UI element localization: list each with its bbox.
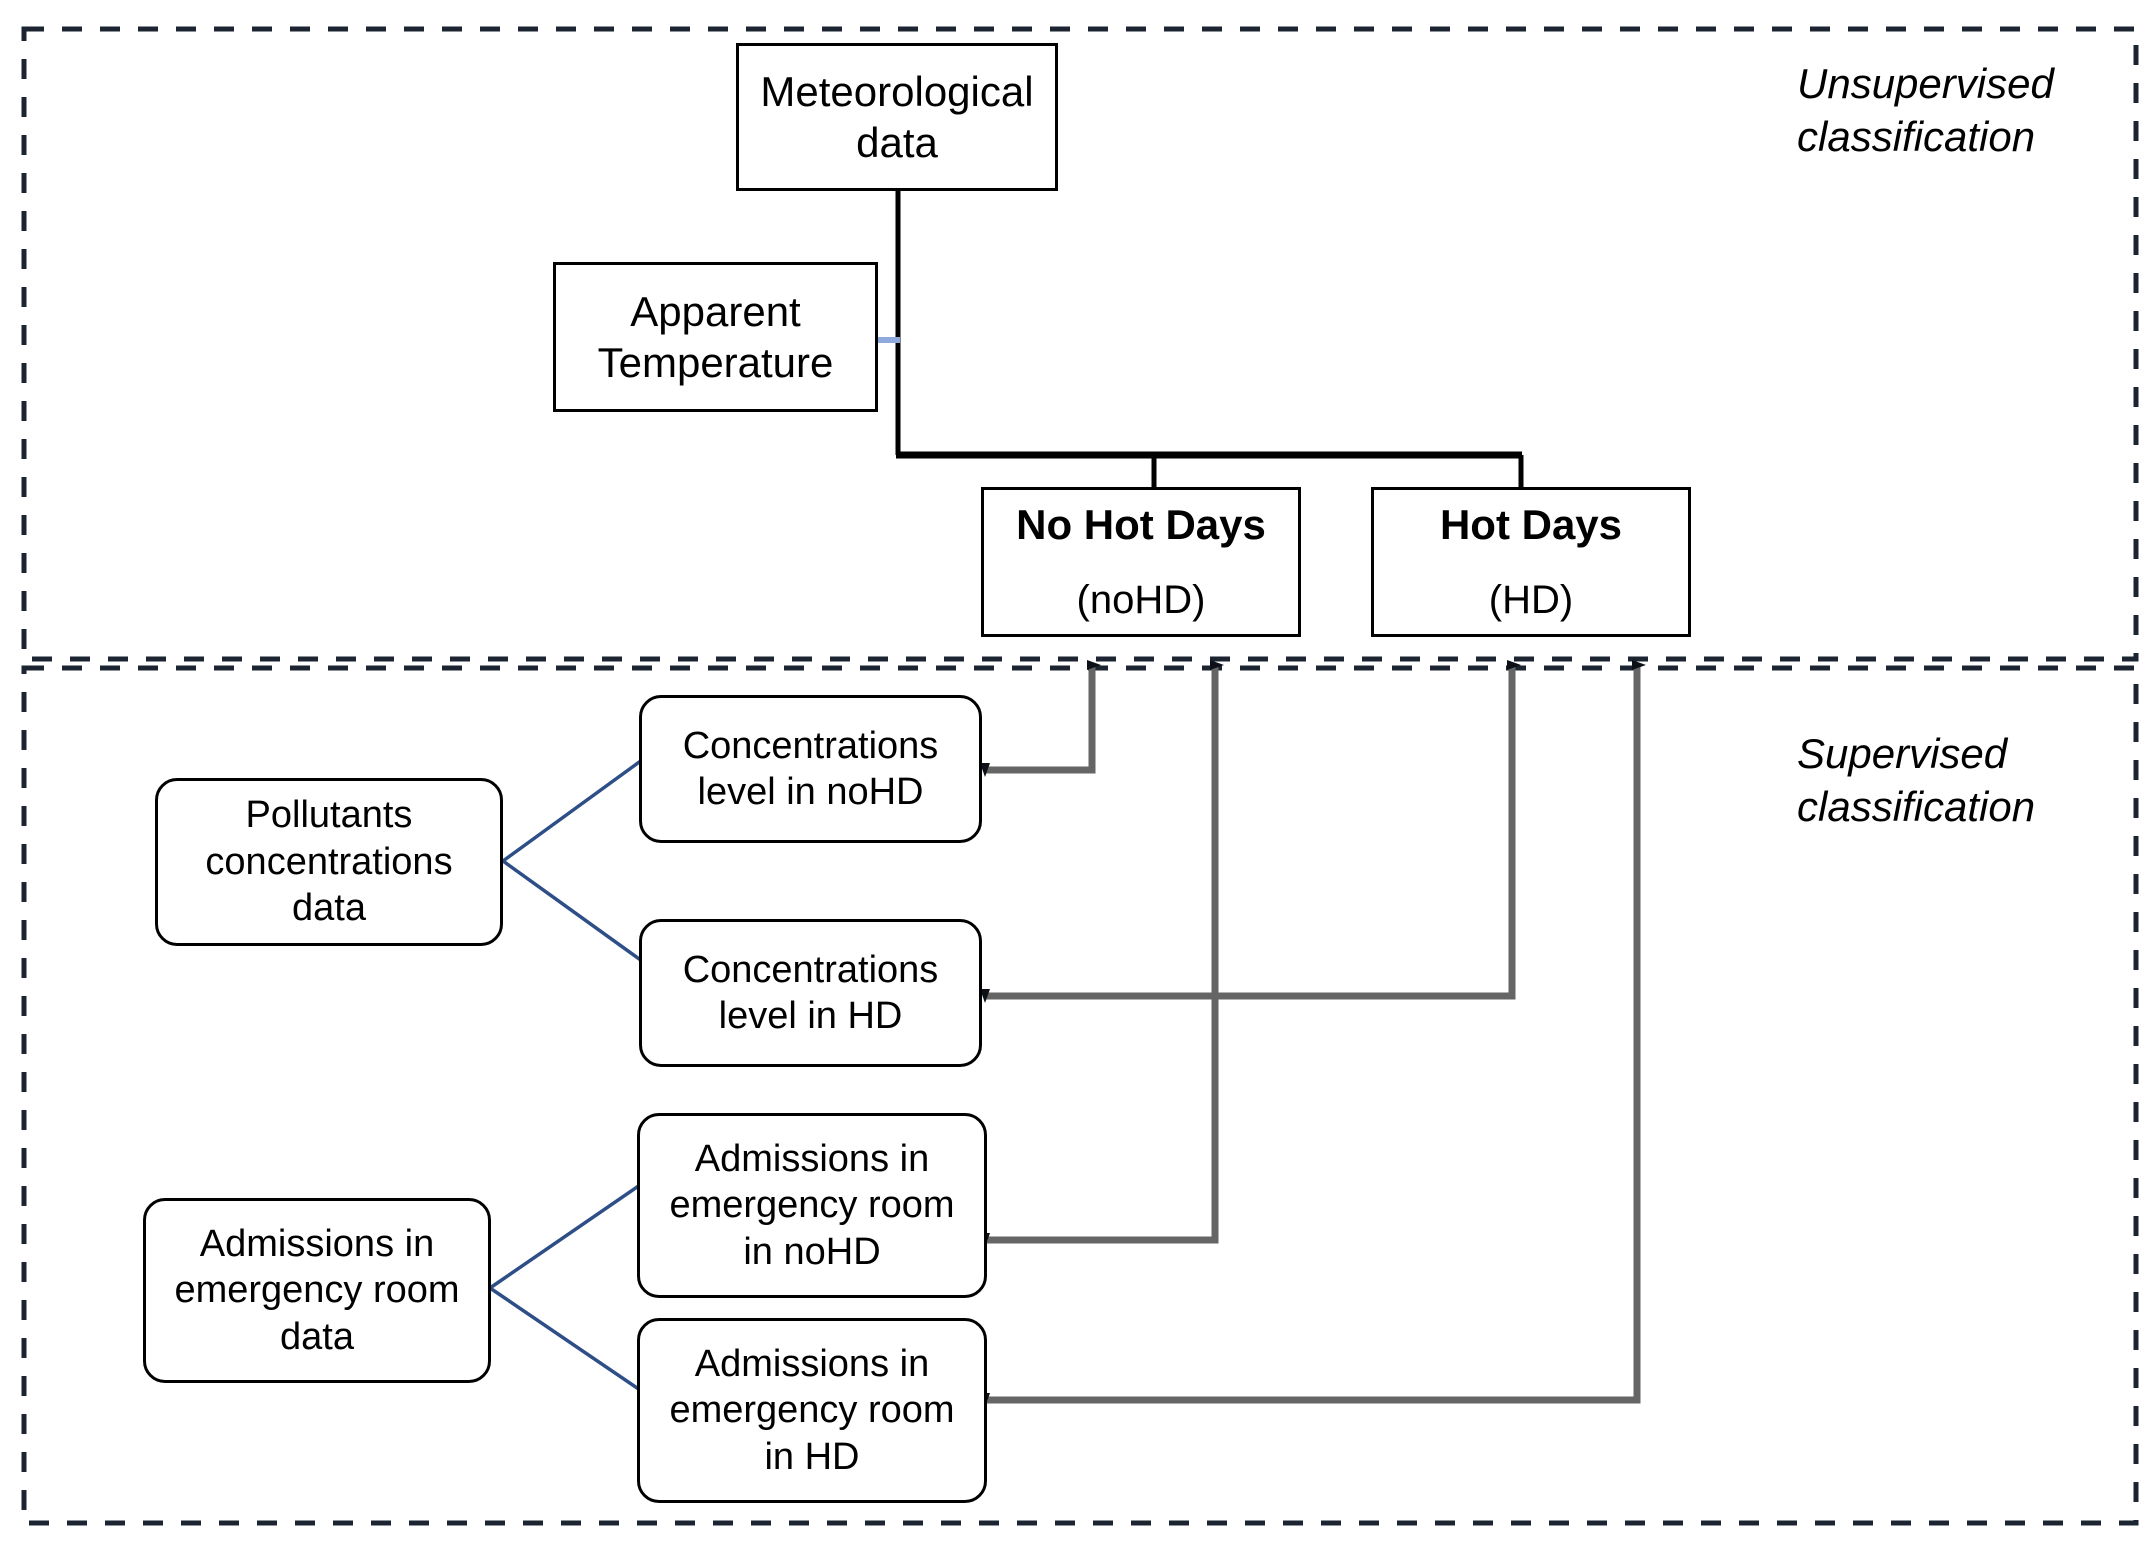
- edge-pollutants-to-conc-nohd: [501, 758, 644, 863]
- node-no-hot-days[interactable]: No Hot Days (noHD): [981, 487, 1301, 637]
- node-no-hot-days-subtitle: (noHD): [1076, 578, 1206, 623]
- node-conc-hd-line2: level in HD: [718, 995, 903, 1037]
- arrow-conc-hd-to-hot-days: [980, 660, 1521, 1003]
- region-label-supervised-line2: classification: [1797, 782, 2036, 830]
- node-admissions-data-line2: emergency room: [174, 1269, 460, 1312]
- node-adm-hd-line3: in HD: [764, 1435, 860, 1478]
- node-admissions-data-line1: Admissions in: [199, 1222, 435, 1265]
- node-adm-nohd-line3: in noHD: [743, 1230, 881, 1273]
- node-hot-days-title: Hot Days: [1439, 500, 1623, 548]
- node-hot-days-subtitle: (HD): [1488, 578, 1574, 623]
- node-conc-hd-line1: Concentrations: [682, 948, 939, 991]
- node-admissions-emergency-room-in-nohd[interactable]: Admissions in emergency room in noHD: [637, 1113, 987, 1298]
- region-label-supervised-line1: Supervised: [1797, 730, 2008, 777]
- node-admissions-data-line3: data: [280, 1315, 354, 1358]
- arrow-conc-nohd-to-no-hot-days: [980, 660, 1101, 777]
- node-admissions-emergency-room-data[interactable]: Admissions in emergency room data: [143, 1198, 491, 1383]
- node-hot-days[interactable]: Hot Days (HD): [1371, 487, 1691, 637]
- node-no-hot-days-title: No Hot Days: [1016, 500, 1266, 548]
- edge-admissions-to-adm-nohd: [489, 1183, 641, 1290]
- arrow-adm-nohd-to-no-hot-days: [980, 660, 1224, 1247]
- edge-admissions-to-adm-hd: [489, 1286, 641, 1392]
- region-label-supervised: Supervised classification: [1797, 728, 2035, 834]
- region-label-unsupervised-line2: classification: [1797, 112, 2036, 160]
- node-meteorological-data-line2: data: [856, 119, 938, 166]
- arrow-adm-hd-to-hot-days: [980, 660, 1646, 1407]
- node-pollutants-concentrations-data[interactable]: Pollutants concentrations data: [155, 778, 503, 946]
- node-conc-nohd-line2: level in noHD: [697, 771, 924, 813]
- node-concentrations-level-in-hd[interactable]: Concentrations level in HD: [639, 919, 982, 1067]
- node-adm-nohd-line2: emergency room: [669, 1184, 955, 1227]
- node-concentrations-level-in-nohd[interactable]: Concentrations level in noHD: [639, 695, 982, 843]
- node-apparent-temperature-line2: Temperature: [597, 339, 834, 386]
- node-conc-nohd-line1: Concentrations: [682, 724, 939, 767]
- node-adm-hd-line1: Admissions in: [694, 1342, 930, 1385]
- node-meteorological-data-line1: Meteorological: [760, 67, 1034, 115]
- node-meteorological-data[interactable]: Meteorological data: [736, 43, 1058, 191]
- node-pollutants-line2: concentrations: [205, 840, 453, 883]
- edge-pollutants-to-conc-hd: [501, 859, 644, 963]
- node-adm-nohd-line1: Admissions in: [694, 1137, 930, 1180]
- node-admissions-emergency-room-in-hd[interactable]: Admissions in emergency room in HD: [637, 1318, 987, 1503]
- region-label-unsupervised: Unsupervised classification: [1797, 58, 2054, 164]
- node-apparent-temperature-line1: Apparent: [630, 287, 801, 335]
- region-label-unsupervised-line1: Unsupervised: [1797, 60, 2054, 107]
- node-pollutants-line1: Pollutants: [245, 794, 413, 837]
- node-pollutants-line3: data: [292, 887, 366, 930]
- node-adm-hd-line2: emergency room: [669, 1389, 955, 1432]
- node-apparent-temperature[interactable]: Apparent Temperature: [553, 262, 878, 412]
